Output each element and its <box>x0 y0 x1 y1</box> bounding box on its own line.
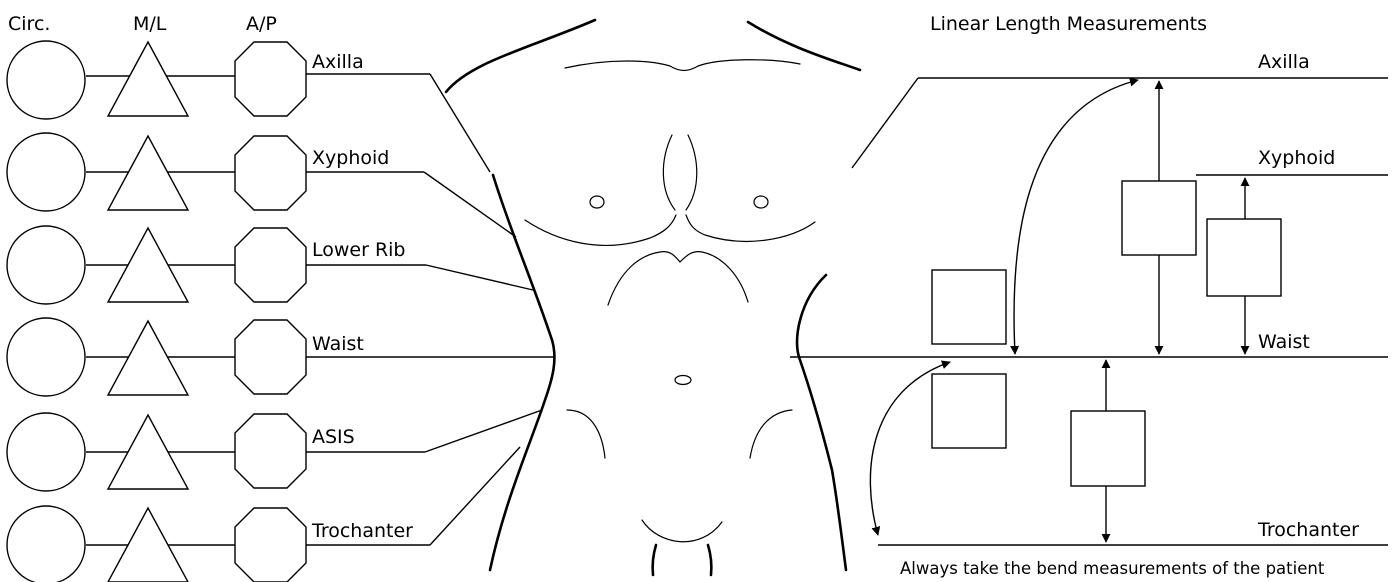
ap-field-lower-rib[interactable] <box>235 228 306 302</box>
axilla-to-waist-length-box[interactable] <box>1122 181 1196 255</box>
row-asis: ASIS <box>7 410 542 491</box>
left-body-contour <box>490 175 554 570</box>
ml-field-axilla[interactable] <box>108 42 188 116</box>
bend-note: Always take the bend measurements of the… <box>900 559 1325 578</box>
right-xyphoid-label: Xyphoid <box>1258 147 1335 169</box>
right-axilla-label: Axilla <box>1258 51 1310 73</box>
xyphoid-to-waist-length-box[interactable] <box>1207 219 1281 296</box>
ap-field-asis[interactable] <box>235 414 306 488</box>
right-waist-label: Waist <box>1258 331 1310 353</box>
circ-field-xyphoid[interactable] <box>7 133 85 211</box>
row-xyphoid: Xyphoid <box>7 133 516 237</box>
level-label-xyphoid: Xyphoid <box>312 147 389 169</box>
navel <box>675 376 691 385</box>
ap-field-waist[interactable] <box>235 320 306 394</box>
left-nipple <box>590 196 604 208</box>
right-body-contour <box>797 275 846 570</box>
circ-field-trochanter[interactable] <box>7 506 85 582</box>
right-nipple <box>754 196 768 208</box>
ap-field-axilla[interactable] <box>235 42 306 116</box>
torso-illustration <box>446 20 860 575</box>
linear-measurements: Axilla Xyphoid Waist Trochanter <box>790 51 1388 545</box>
row-lower-rib: Lower Rib <box>7 226 533 304</box>
ml-field-xyphoid[interactable] <box>108 136 188 210</box>
circ-header: Circ. <box>8 13 50 35</box>
right-trochanter-label: Trochanter <box>1257 519 1359 541</box>
right-shoulder-outline <box>748 22 860 70</box>
waist-to-trochanter-length-box[interactable] <box>1071 411 1145 486</box>
circ-field-asis[interactable] <box>7 413 85 491</box>
ap-field-trochanter[interactable] <box>235 508 306 582</box>
ap-header: A/P <box>246 13 277 35</box>
level-label-asis: ASIS <box>312 426 355 448</box>
left-shoulder-outline <box>446 20 595 92</box>
ml-field-waist[interactable] <box>108 321 188 395</box>
circ-field-axilla[interactable] <box>7 41 85 119</box>
bend-axilla-waist-box[interactable] <box>932 270 1006 344</box>
circ-field-waist[interactable] <box>7 318 85 396</box>
bend-waist-trochanter-box[interactable] <box>932 374 1006 448</box>
circ-field-lower-rib[interactable] <box>7 226 85 304</box>
ap-field-xyphoid[interactable] <box>235 136 306 210</box>
level-label-waist: Waist <box>312 333 364 355</box>
level-label-lower-rib: Lower Rib <box>312 239 406 261</box>
ml-header: M/L <box>133 13 167 35</box>
level-label-trochanter: Trochanter <box>311 520 413 542</box>
level-label-axilla: Axilla <box>312 51 364 73</box>
row-waist: Waist <box>7 318 555 396</box>
linear-title: Linear Length Measurements <box>930 13 1207 35</box>
